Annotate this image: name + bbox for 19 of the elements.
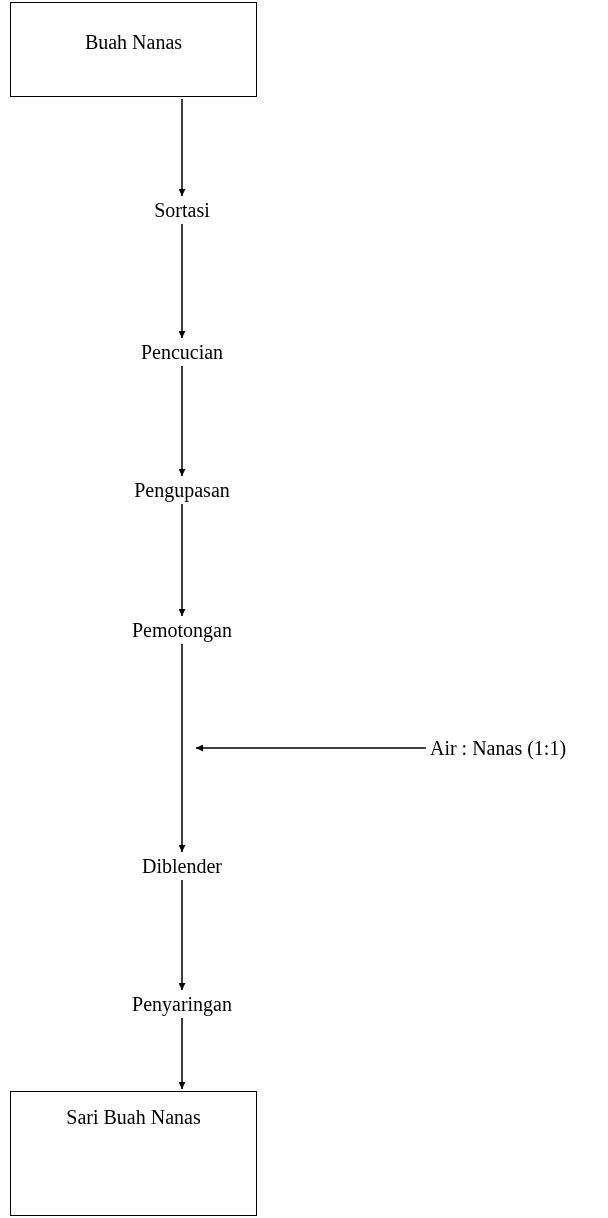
step-label: Pemotongan	[132, 618, 232, 642]
arrow	[195, 744, 427, 752]
box-label: Sari Buah Nanas	[66, 1106, 201, 1129]
arrow	[178, 1017, 186, 1090]
arrow	[178, 643, 186, 853]
box-label: Buah Nanas	[84, 31, 183, 54]
step-label: Sortasi	[154, 198, 210, 222]
step-label: Diblender	[142, 854, 222, 878]
arrow	[178, 503, 186, 617]
process-box	[10, 1091, 257, 1216]
arrow	[178, 223, 186, 339]
arrow	[178, 365, 186, 477]
arrow	[178, 879, 186, 991]
process-box	[10, 2, 257, 97]
arrow	[178, 98, 186, 197]
step-label: Penyaringan	[132, 992, 232, 1016]
step-label: Air : Nanas (1:1)	[429, 736, 567, 760]
step-label: Pencucian	[140, 340, 224, 364]
step-label: Pengupasan	[134, 478, 230, 502]
